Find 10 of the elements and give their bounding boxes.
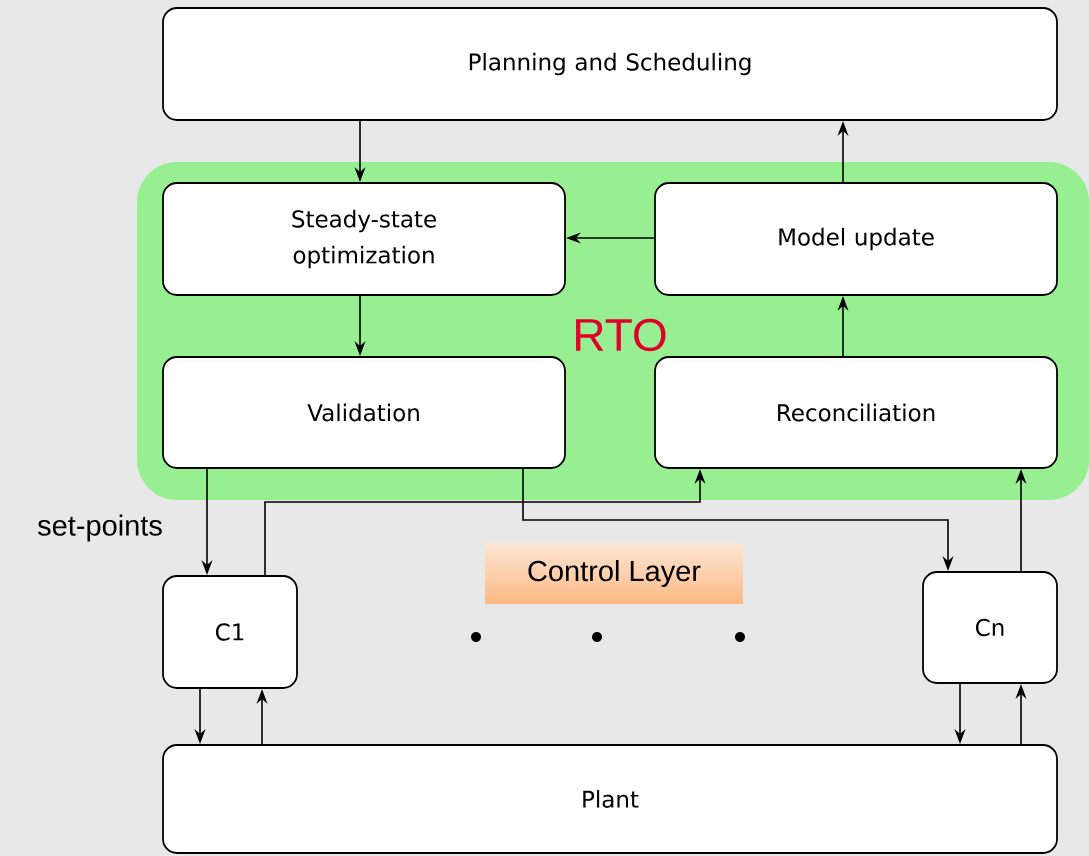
process-box: Model update xyxy=(654,182,1058,296)
process-box: Plant xyxy=(162,744,1058,854)
process-box: Validation xyxy=(162,356,566,469)
process-box: Planning and Scheduling xyxy=(162,7,1058,121)
process-box: C1 xyxy=(162,575,298,689)
process-box: Reconciliation xyxy=(654,356,1058,469)
process-box: Steady-state optimization xyxy=(162,182,566,296)
edge-label: set-points xyxy=(37,514,162,542)
process-box: Cn xyxy=(922,571,1058,684)
layer-label: Control Layer xyxy=(528,560,701,587)
